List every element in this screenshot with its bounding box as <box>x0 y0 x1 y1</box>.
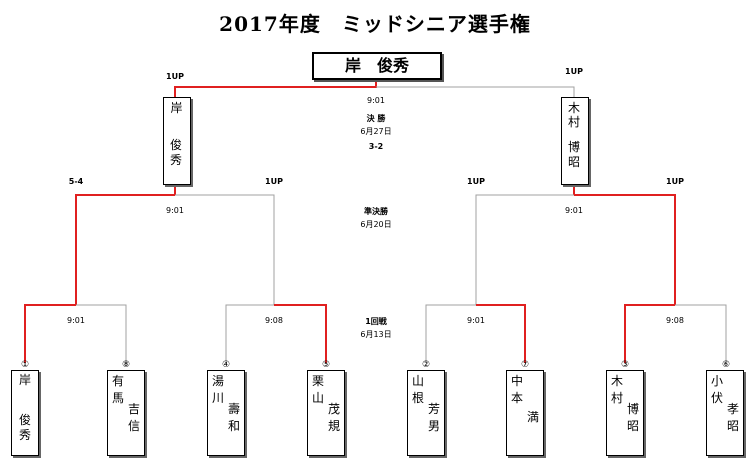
seed-5: ② <box>421 360 431 370</box>
bracket-line-semi-2-right <box>574 194 676 305</box>
bracket-line-final-left <box>174 76 377 97</box>
semi-1-result-left: 5-4 <box>68 177 84 186</box>
bracket-line-r1-m1-left <box>24 304 76 363</box>
r1-m3-time: 9:01 <box>467 316 485 325</box>
final-date: 6月27日 <box>360 127 392 136</box>
player-2-surname: 有馬 <box>111 374 124 405</box>
finalist-2-surname: 木村 <box>567 101 580 129</box>
bracket-line-r1-m2-left <box>225 304 274 363</box>
finalist-box-1: 岸 俊秀 <box>163 97 191 185</box>
r1-m4-time: 9:08 <box>666 316 684 325</box>
bracket-line-semi-1-left <box>75 194 175 305</box>
player-6-surname: 中本 <box>510 374 523 405</box>
bracket-line-final-right <box>376 86 575 97</box>
semi-1-result-right: 1UP <box>265 177 283 186</box>
player-3-given-name: 壽和 <box>227 402 240 433</box>
semi-2-result-left: 1UP <box>467 177 485 186</box>
bracket-line-semi-1-right <box>175 194 275 305</box>
semi-round-name: 準決勝 <box>364 207 388 216</box>
player-5-surname: 山根 <box>411 374 424 405</box>
bracket-line-r1-m4-left <box>624 304 675 363</box>
first-round-date: 6月13日 <box>360 330 392 339</box>
final-score: 3-2 <box>368 142 384 151</box>
finalist-2-given-name: 博昭 <box>567 140 580 169</box>
final-round-name: 決 勝 <box>366 114 386 123</box>
seed-7: ③ <box>620 360 630 370</box>
seed-3: ④ <box>221 360 231 370</box>
final-time: 9:01 <box>367 96 385 105</box>
player-7-given-name: 博昭 <box>626 402 639 433</box>
bracket-line-r1-m2-right <box>274 304 327 363</box>
player-box-4: 栗山 茂規 <box>307 370 345 456</box>
player-1-surname: 岸 <box>18 373 31 387</box>
seed-8: ⑥ <box>721 360 731 370</box>
semi-date: 6月20日 <box>360 220 392 229</box>
seed-4: ⑤ <box>321 360 331 370</box>
finalist-box-2: 木村 博昭 <box>561 97 589 185</box>
player-box-5: 山根 芳男 <box>407 370 445 456</box>
bracket-line-semi-2-left <box>475 194 574 305</box>
finalist-1-given-name: 俊秀 <box>169 138 182 167</box>
bracket-line-r1-m4-right <box>675 304 727 363</box>
player-box-8: 小伏 孝昭 <box>706 370 744 456</box>
player-8-surname: 小伏 <box>710 374 723 405</box>
player-4-surname: 栗山 <box>311 374 324 405</box>
player-4-given-name: 茂規 <box>327 402 340 433</box>
player-5-given-name: 芳男 <box>427 402 440 433</box>
seed-2: ⑧ <box>121 360 131 370</box>
semi-1-time: 9:01 <box>166 206 184 215</box>
finalist-1-result: 1UP <box>166 72 184 81</box>
seed-1: ① <box>20 360 30 370</box>
semi-2-result-right: 1UP <box>666 177 684 186</box>
player-box-7: 木村 博昭 <box>606 370 644 456</box>
player-box-3: 湯川 壽和 <box>207 370 245 456</box>
finalist-1-surname: 岸 <box>170 101 183 115</box>
page-title: 2017年度 ミッドシニア選手権 <box>219 12 531 36</box>
finalist-2-result: 1UP <box>565 67 583 76</box>
player-6-given-name: 満 <box>526 410 539 424</box>
bracket-line-r1-m3-left <box>425 304 476 363</box>
player-8-given-name: 孝昭 <box>726 402 739 433</box>
player-3-surname: 湯川 <box>211 374 224 405</box>
bracket-line-r1-m3-right <box>476 304 526 363</box>
player-box-1: 岸 俊秀 <box>11 370 39 456</box>
player-7-surname: 木村 <box>610 374 623 405</box>
player-box-6: 中本 満 <box>506 370 544 456</box>
player-box-2: 有馬 吉信 <box>107 370 145 456</box>
player-1-given-name: 俊秀 <box>18 413 31 442</box>
champion-box: 岸 俊秀 <box>312 52 442 80</box>
player-2-given-name: 吉信 <box>127 402 140 433</box>
seed-6: ⑦ <box>520 360 530 370</box>
first-round-name: 1回戦 <box>365 317 387 326</box>
r1-m1-time: 9:01 <box>67 316 85 325</box>
bracket-line-r1-m1-right <box>76 304 127 363</box>
r1-m2-time: 9:08 <box>265 316 283 325</box>
semi-2-time: 9:01 <box>565 206 583 215</box>
